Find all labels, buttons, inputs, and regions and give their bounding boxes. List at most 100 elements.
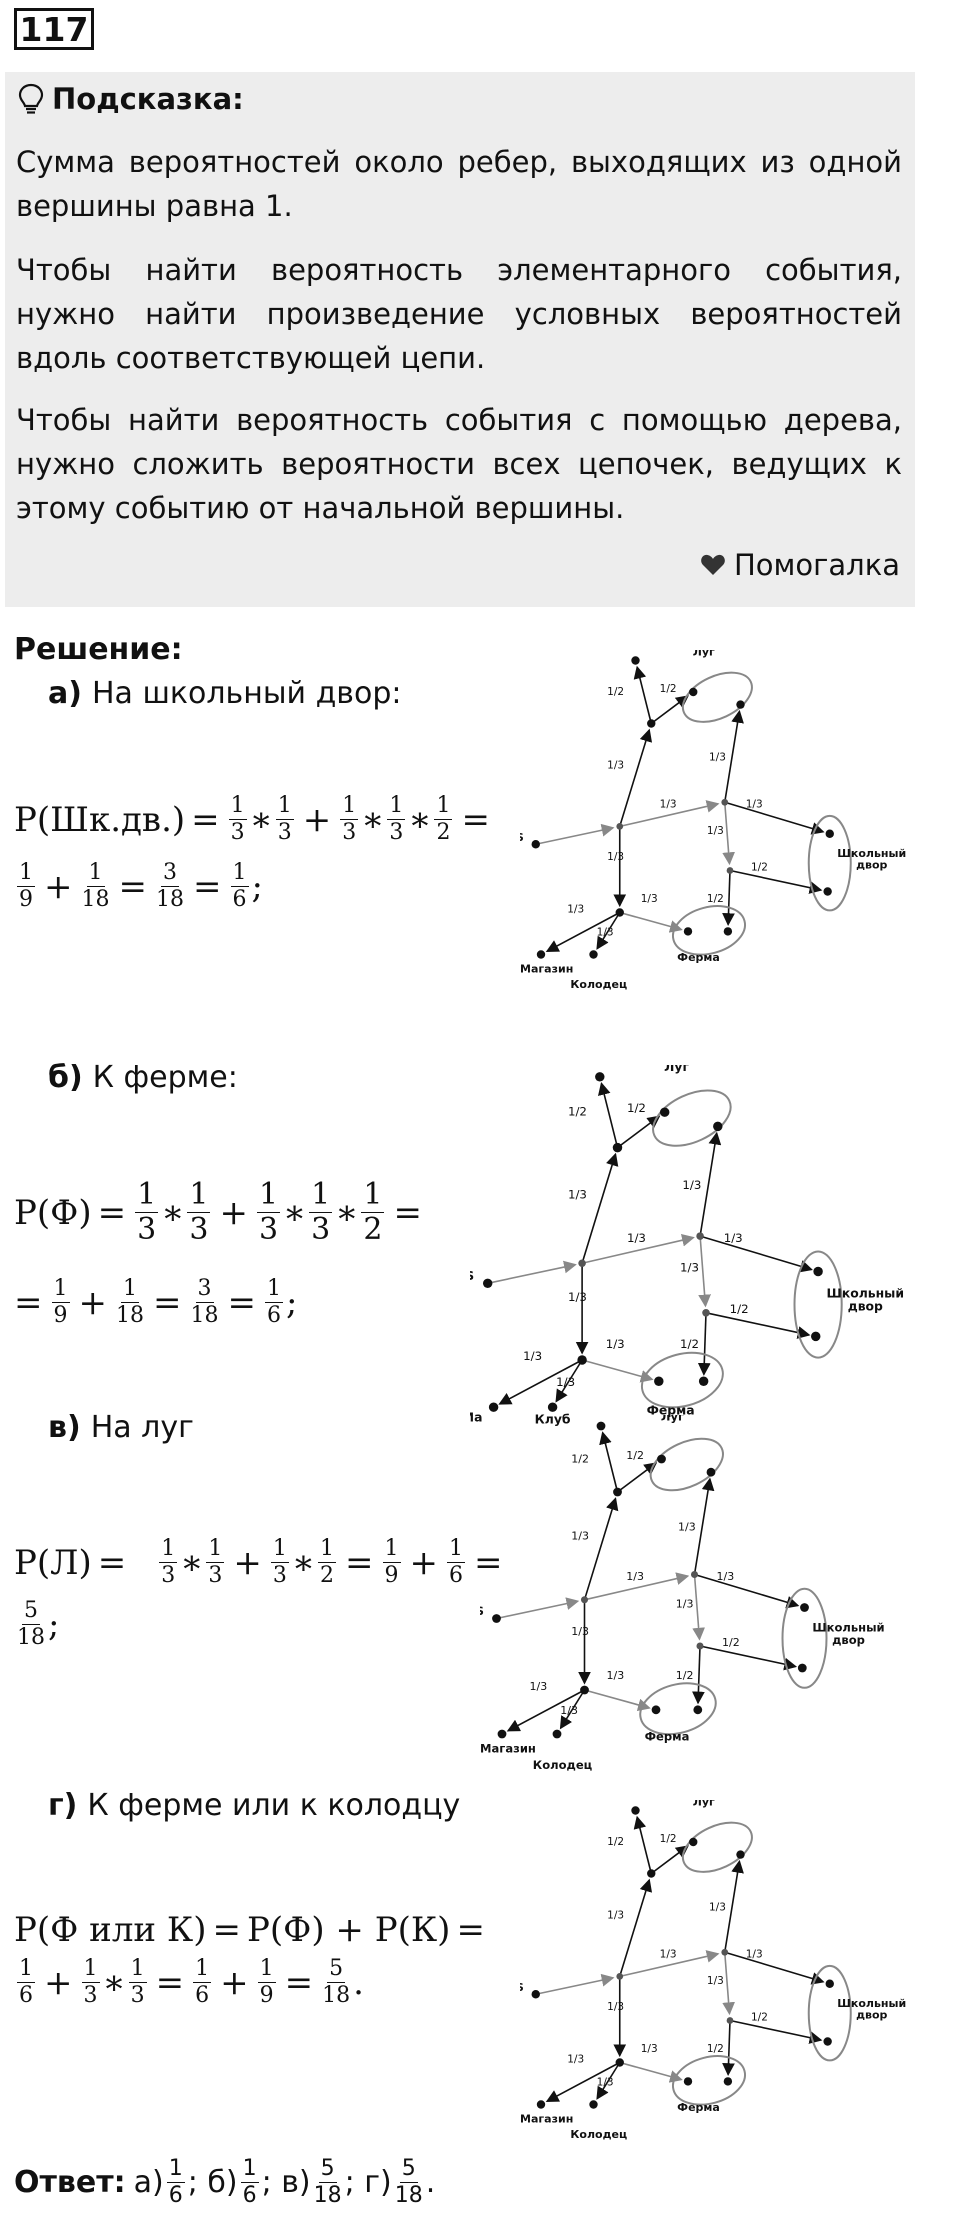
tree-node-d3 [536,950,546,959]
tree-node-c2 [689,1837,698,1847]
tree-node-A [580,1596,589,1604]
tree-node-b2 [813,1266,823,1277]
prob-b-b2: 1/3 [746,1949,763,1961]
prob-b-e: 1/3 [676,1598,694,1611]
tree-edge-E-b3 [699,1645,798,1671]
tree-edge-D-d2 [596,912,621,950]
tree-node-A [578,1259,586,1268]
tree-edge-S-A [535,823,615,846]
tree-node-d1 [654,1376,664,1386]
prob-b-e: 1/3 [680,1261,699,1275]
tree-edge-D-d3 [498,1359,583,1405]
tree-edge-C-c2 [650,695,689,725]
heart-icon [701,554,725,575]
tree-edge-E-b3 [729,2019,823,2044]
tree-node-b2 [825,829,834,838]
prob-c-c2: 1/2 [627,1101,646,1115]
tree-edge-D-d1 [581,1359,654,1383]
tree-label-school: Школьный [837,1997,906,2010]
tree-node-E [726,2017,734,2024]
tree-edge-E-e1 [722,2020,735,2077]
part-d-title: г)К ферме или к колодцу [48,1788,461,1823]
tree-node-d3 [497,1729,507,1739]
tree-label-shop: Магазин [480,1742,536,1756]
tree-label-shop: Магазин [520,962,573,975]
tree-node-c1 [595,1072,605,1082]
tree-node-c2 [659,1107,670,1117]
tree-label-club: Клуб [535,1412,571,1427]
tree-edge-C-c2 [650,1845,689,1875]
tree-node-b3 [823,887,832,896]
hint-box [5,72,915,607]
prob-a-b: 1/3 [660,1949,677,1961]
tree-node-S [531,840,540,849]
tree-edge-E-b3 [705,1312,811,1339]
tree-edge-B-b1 [699,1131,722,1237]
tree-edge-C-c2 [617,1462,658,1493]
tree-label-farm: Ферма [677,2101,720,2114]
tree-label-shop: Ма [470,1409,482,1424]
tree-node-d1 [683,927,693,936]
prob-c-c1: 1/2 [607,1836,624,1848]
prob-c-c2: 1/2 [660,683,677,695]
prob-d-d1: 1/3 [607,1669,625,1682]
tree-label-well: Колодец [533,1758,593,1772]
tree-edge-D-d1 [619,911,683,933]
prob-a-c: 1/3 [571,1529,589,1542]
school-ellipse [807,814,852,912]
prob-b-e: 1/3 [707,1975,724,1987]
tree-edge-C-c1 [598,1082,619,1148]
tree-node-S [482,1278,493,1289]
tree-node-e1 [693,1705,703,1715]
tree-node-C [612,1142,623,1153]
hint-paragraph-1: Сумма вероятностей около ребер, выходящи… [16,145,902,223]
tree-node-C [647,719,656,728]
tree-edge-A-B [581,1233,695,1265]
prob-c-c2: 1/2 [660,1833,677,1845]
brand-link[interactable]: Помогалка [700,548,900,582]
tree-node-c1 [631,656,640,665]
tree-node-A [616,823,624,830]
prob-c-c1: 1/2 [607,686,624,698]
prob-e-b3: 1/2 [751,2012,768,2024]
tree-node-B [690,1570,699,1579]
tree-label-shop: Магазин [520,2112,573,2125]
tree-edge-A-C [618,1878,653,1977]
tree-node-d2 [547,1402,558,1412]
tree-node-C [647,1869,656,1878]
prob-a-d: 1/3 [571,1625,589,1638]
prob-e-b3: 1/2 [751,862,768,874]
tree-node-c1 [596,1421,606,1431]
tree-node-d3 [536,2100,546,2109]
prob-a-d: 1/3 [607,2001,624,2013]
prob-b-b2: 1/3 [717,1570,735,1583]
tree-label-yard: двор [848,1298,883,1313]
part-a-title: а)На школьный двор: [48,676,402,711]
tree-node-D [580,1685,589,1695]
tree-edge-B-E [722,802,735,866]
prob-d-d1: 1/3 [606,1337,625,1351]
tree-edge-E-e1 [697,1312,711,1376]
tree-node-D [615,908,624,917]
tree-edge-B-E [722,1952,735,2016]
tree-edge-B-b2 [724,1951,825,1985]
tree-edge-A-B [619,800,720,828]
prob-a-d: 1/3 [607,851,624,863]
prob-e-e1: 1/2 [676,1669,694,1682]
prob-d-d2: 1/3 [560,1704,578,1717]
prob-a-b: 1/3 [660,799,677,811]
tree-node-c2 [689,687,698,697]
farm-ellipse [639,1682,717,1736]
tree-edge-C-c1 [599,1431,619,1493]
tree-node-E [726,867,734,874]
prob-e-e1: 1/2 [680,1337,699,1351]
prob-c-c1: 1/2 [571,1452,589,1465]
tree-edge-A-C [583,1497,619,1601]
tree-node-b3 [811,1331,821,1342]
tree-node-b3 [797,1663,807,1673]
tree-edge-C-c1 [633,1815,653,1874]
tree-node-b1 [736,700,745,709]
prob-b-b2: 1/3 [724,1231,743,1245]
